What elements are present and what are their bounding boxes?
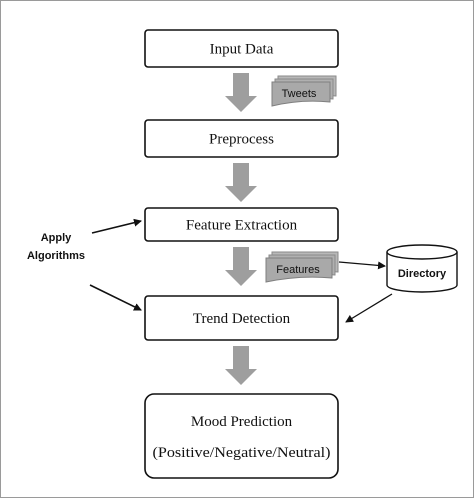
flow-arrow-2 <box>225 163 257 202</box>
preprocess-label: Preprocess <box>209 132 274 148</box>
flow-arrow-1 <box>225 73 257 112</box>
mood-prediction-box: Mood Prediction (Positive/Negative/Neutr… <box>144 393 339 479</box>
preprocess-box: Preprocess <box>144 119 339 158</box>
directory-cylinder: Directory <box>386 244 458 293</box>
input-data-label: Input Data <box>210 42 274 58</box>
algorithms-to-feature-arrow <box>91 218 142 234</box>
mood-prediction-classes: (Positive/Negative/Neutral) <box>153 445 331 461</box>
trend-detection-label: Trend Detection <box>193 311 291 327</box>
directory-to-trend-arrow <box>345 293 393 323</box>
feature-extraction-label: Feature Extraction <box>186 218 298 234</box>
tweets-document-stack: Tweets <box>271 75 337 107</box>
flow-arrow-3 <box>225 247 257 286</box>
mood-prediction-title: Mood Prediction <box>191 414 293 430</box>
algorithms-to-trend-arrow <box>89 284 142 311</box>
input-data-box: Input Data <box>144 29 339 68</box>
features-label: Features <box>276 264 320 276</box>
apply-label-line1: Apply <box>41 232 72 244</box>
feature-extraction-box: Feature Extraction <box>144 207 339 242</box>
trend-detection-box: Trend Detection <box>144 295 339 341</box>
features-to-directory-arrow <box>338 261 386 270</box>
apply-label-line2: Algorithms <box>27 250 85 262</box>
tweets-label: Tweets <box>282 88 317 100</box>
features-document-stack: Features <box>265 251 339 283</box>
apply-algorithms-label: Apply Algorithms <box>27 232 85 262</box>
flow-arrow-4 <box>225 346 257 385</box>
directory-label: Directory <box>398 268 447 280</box>
